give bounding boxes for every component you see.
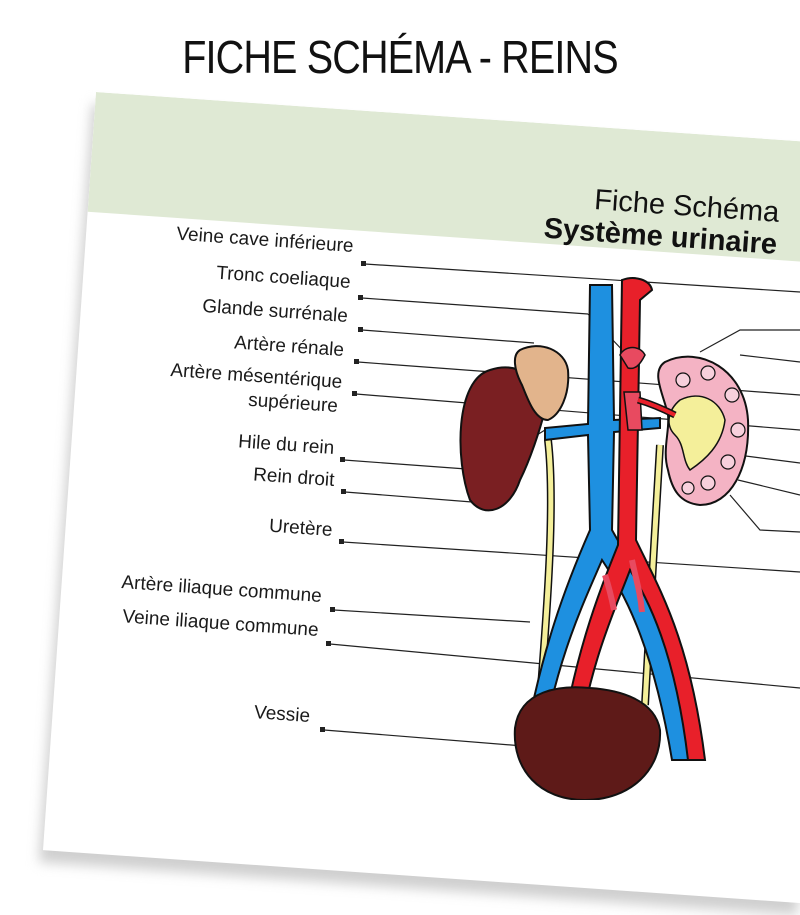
urinary-system-diagram bbox=[320, 261, 800, 800]
artere-iliaque-interne bbox=[602, 574, 617, 611]
leader-iliaque-art bbox=[333, 609, 531, 623]
label-uretere: Uretère bbox=[268, 515, 333, 541]
leader-right-5 bbox=[729, 494, 800, 533]
leader-right-2 bbox=[739, 354, 800, 363]
leader-uretere bbox=[342, 541, 800, 573]
leader-dots bbox=[320, 261, 366, 732]
leader-right-1 bbox=[699, 329, 800, 353]
leader-right-4 bbox=[737, 479, 800, 496]
leader-tronc-1 bbox=[361, 297, 589, 315]
leader-hile-1 bbox=[343, 459, 481, 471]
leader-iliaque-vein bbox=[329, 643, 800, 689]
leader-lines bbox=[323, 263, 800, 749]
leader-surrenale bbox=[361, 329, 535, 344]
pyramides bbox=[675, 365, 746, 495]
vessie-shape bbox=[513, 686, 662, 800]
leader-rein-droit bbox=[344, 491, 473, 503]
page-heading: FICHE SCHÉMA - REINS bbox=[182, 31, 618, 83]
leader-right-3 bbox=[737, 454, 800, 464]
glande-surrenale-shape bbox=[514, 345, 570, 422]
tronc-coeliaque-shape bbox=[619, 346, 646, 370]
label-vessie: Vessie bbox=[253, 702, 311, 727]
leader-vessie bbox=[323, 729, 549, 749]
bassinet-shape bbox=[668, 395, 726, 472]
leader-veine-cave bbox=[364, 263, 800, 293]
mesenterique-shape bbox=[623, 391, 643, 431]
